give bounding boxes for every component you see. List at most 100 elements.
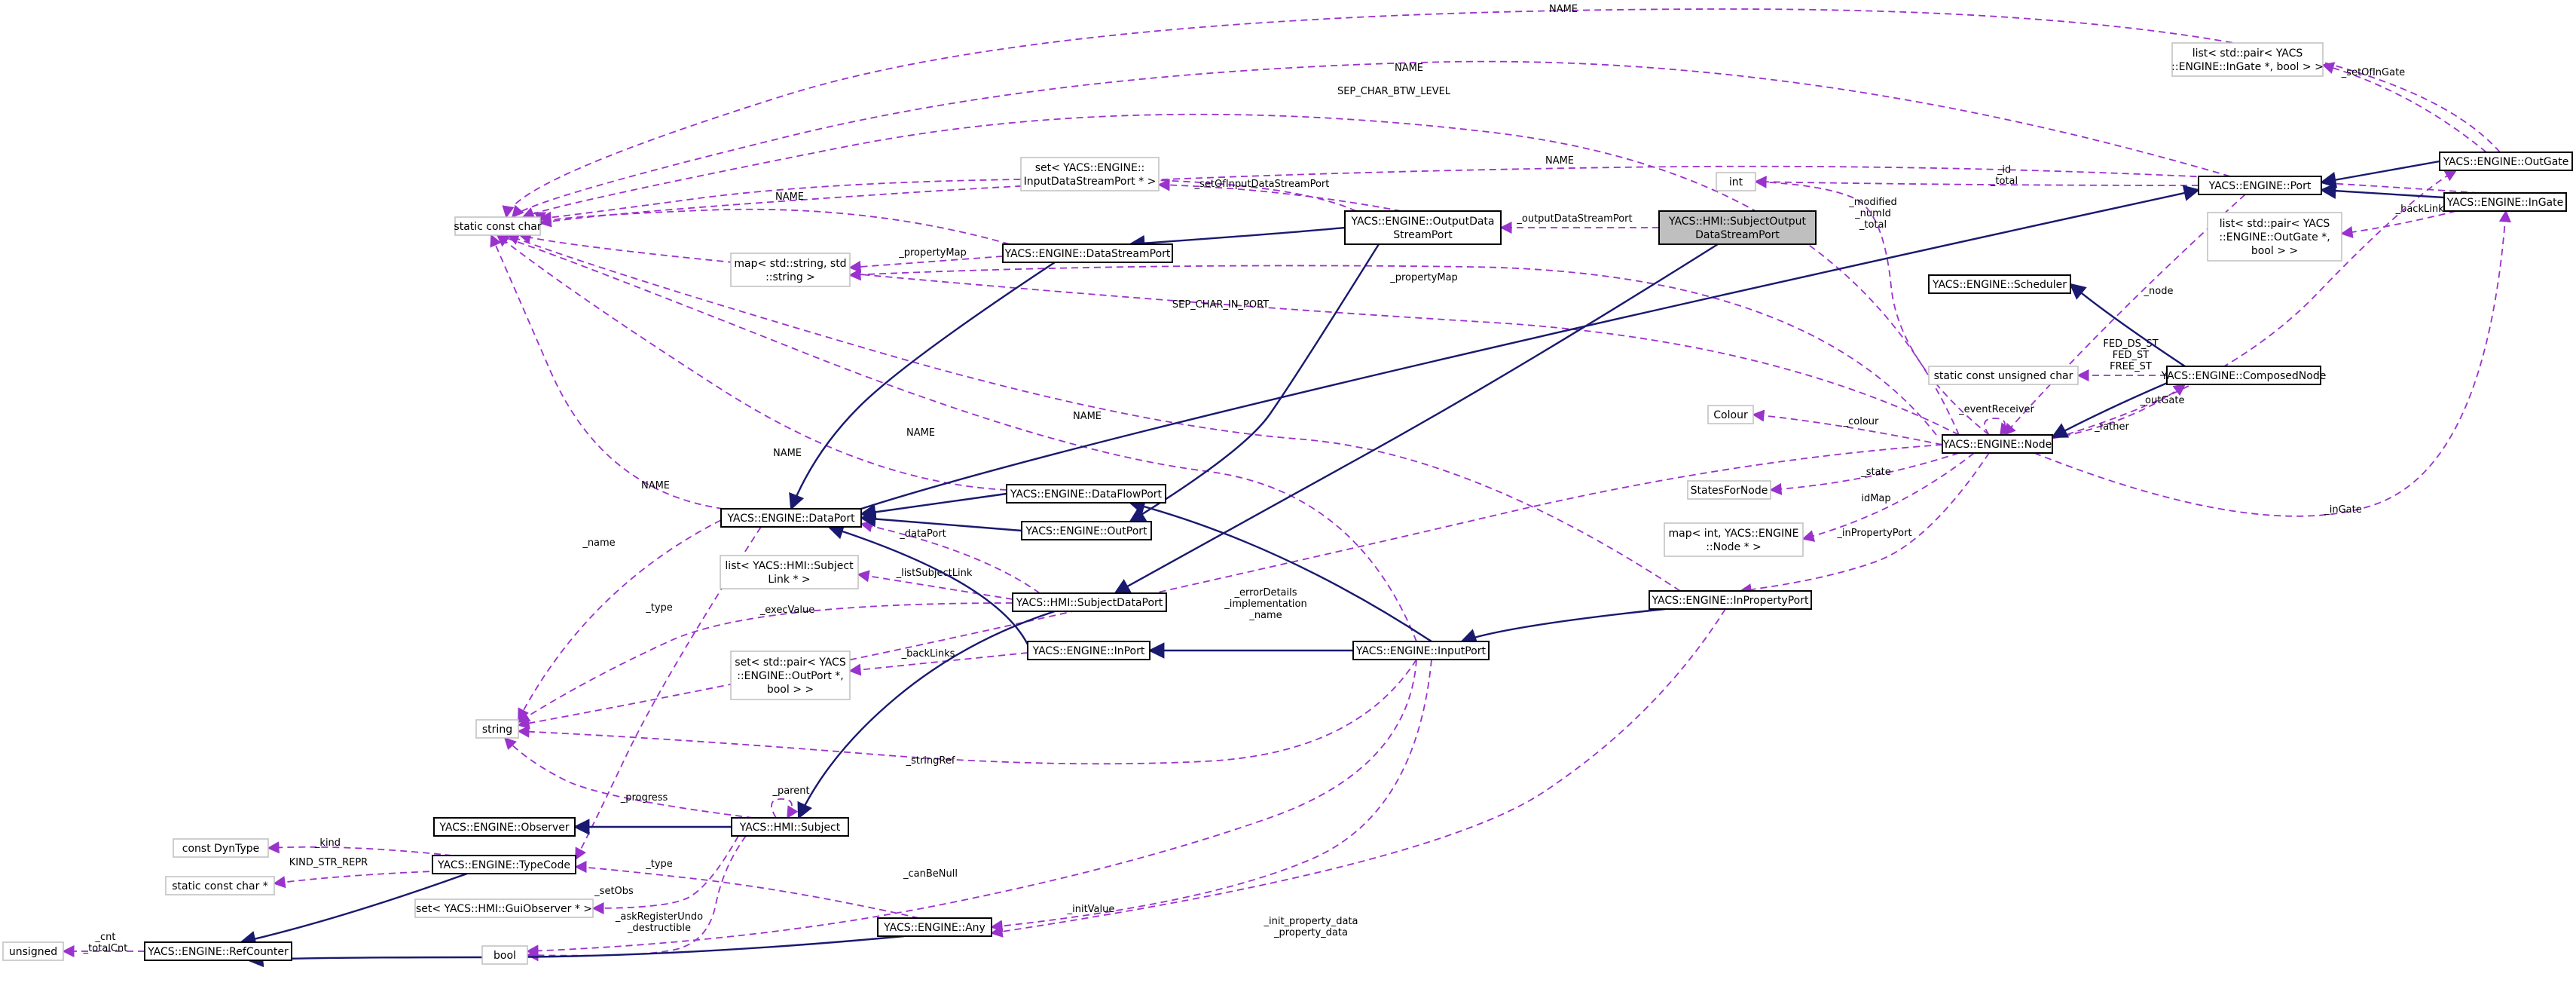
- class-node-mapIntNode[interactable]: map< int, YACS::ENGINE::Node * >: [1664, 522, 1804, 557]
- class-name-line: set< std::pair< YACS: [735, 657, 846, 669]
- class-node-listPairOG[interactable]: list< std::pair< YACS::ENGINE::OutGate *…: [2207, 212, 2342, 262]
- edge-inport-to-dp: [827, 523, 1029, 645]
- class-node-typecode[interactable]: YACS::ENGINE::TypeCode: [432, 855, 576, 874]
- class-node-node[interactable]: YACS::ENGINE::Node: [1942, 434, 2053, 454]
- edge-label: _colour: [1843, 416, 1879, 427]
- class-node-string[interactable]: string: [475, 719, 519, 739]
- class-node-any[interactable]: YACS::ENGINE::Any: [877, 917, 992, 937]
- class-node-colour[interactable]: Colour: [1707, 405, 1754, 424]
- class-box: [1020, 157, 1160, 191]
- edge-sdp-to-subject: [797, 610, 1056, 819]
- class-node-refcounter[interactable]: YACS::ENGINE::RefCounter: [144, 941, 292, 961]
- class-node-observer[interactable]: YACS::ENGINE::Observer: [433, 817, 576, 837]
- class-node-mapStr[interactable]: map< std::string, std::string >: [730, 253, 851, 287]
- class-box: [2198, 176, 2322, 195]
- class-node-ingate[interactable]: YACS::ENGINE::InGate: [2443, 192, 2567, 212]
- class-box: [144, 941, 292, 961]
- class-name-line: YACS::ENGINE::OutputData: [1351, 216, 1495, 228]
- class-node-listPairIG[interactable]: list< std::pair< YACS::ENGINE::InGate *,…: [2171, 42, 2324, 77]
- class-name-line: InputDataStreamPort * >: [1024, 176, 1157, 188]
- class-node-setIDSP[interactable]: set< YACS::ENGINE::InputDataStreamPort *…: [1020, 157, 1160, 191]
- edge-label: _initValue: [1067, 904, 1115, 915]
- class-node-cdt[interactable]: const DynType: [173, 838, 269, 858]
- class-name-line: YACS::HMI::Subject: [739, 822, 841, 834]
- class-node-setPairOP[interactable]: set< std::pair< YACS::ENGINE::OutPort *,…: [730, 650, 851, 700]
- class-name-line: list< std::pair< YACS: [2220, 218, 2330, 230]
- edge-inpropport-to-inputport: [1459, 608, 1666, 644]
- class-node-inputport[interactable]: YACS::ENGINE::InputPort: [1352, 641, 1490, 660]
- class-node-unsigned[interactable]: unsigned: [2, 941, 64, 961]
- class-node-sccp[interactable]: static const char *: [165, 876, 275, 895]
- class-node-outport[interactable]: YACS::ENGINE::OutPort: [1021, 521, 1152, 540]
- class-name-line: string: [482, 724, 512, 736]
- edge-subject-to-subject: _parent: [771, 785, 810, 819]
- class-box: [731, 817, 849, 837]
- usage-arrow: [848, 652, 1028, 676]
- usage-arrow: [518, 231, 1960, 436]
- class-node-dsp[interactable]: YACS::ENGINE::DataStreamPort: [1002, 243, 1173, 263]
- edge-label: _parent: [772, 785, 809, 797]
- class-node-listSL[interactable]: list< YACS::HMI::SubjectLink * >: [720, 555, 859, 589]
- class-box: [433, 817, 576, 837]
- edge-node-to-node: _eventReceiver: [1958, 404, 2035, 436]
- edge-label: idMap: [1861, 493, 1890, 504]
- class-node-sdp[interactable]: YACS::HMI::SubjectDataPort: [1012, 592, 1167, 612]
- class-box: [1928, 366, 2079, 385]
- class-box: [1942, 434, 2053, 454]
- edge-inport-to-setPairOP: _backLinks: [848, 648, 1028, 676]
- edge-label: _modified: [1848, 197, 1896, 208]
- edge-label: _inPropertyPort: [1836, 528, 1911, 539]
- class-name-line: static const char *: [172, 880, 268, 892]
- class-name-line: YACS::ENGINE::Any: [883, 922, 985, 934]
- class-node-setGO[interactable]: set< YACS::HMI::GuiObserver * >: [414, 898, 594, 918]
- usage-arrow: [2340, 210, 2457, 239]
- edge-label: _progress: [620, 792, 668, 804]
- inheritance-arrow: [859, 510, 1022, 532]
- usage-arrow: [860, 520, 1040, 594]
- class-node-scuc[interactable]: static const unsigned char: [1928, 366, 2079, 385]
- class-node-dp[interactable]: YACS::ENGINE::DataPort: [720, 508, 862, 528]
- class-name-line: YACS::ENGINE::OutGate: [2443, 156, 2569, 168]
- class-node-dfp[interactable]: YACS::ENGINE::DataFlowPort: [1006, 484, 1166, 504]
- usage-arrow: [591, 835, 739, 915]
- usage-arrow: [1754, 176, 2199, 188]
- edge-label: _canBeNull: [903, 868, 958, 880]
- class-box: [2166, 366, 2321, 385]
- class-name-line: YACS::ENGINE::ComposedNode: [2161, 370, 2327, 382]
- class-node-int[interactable]: int: [1716, 172, 1756, 191]
- class-box: [1664, 522, 1804, 557]
- usage-arrow: [503, 736, 754, 819]
- class-box: [1687, 480, 1771, 500]
- edge-node-to-scc: SEP_CHAR_IN_PORT: [518, 231, 1960, 436]
- class-box: [1707, 405, 1754, 424]
- class-node-composed[interactable]: YACS::ENGINE::ComposedNode: [2161, 366, 2327, 385]
- class-box: [414, 898, 594, 918]
- class-node-outgate[interactable]: YACS::ENGINE::OutGate: [2439, 152, 2573, 171]
- class-node-inport[interactable]: YACS::ENGINE::InPort: [1027, 641, 1150, 660]
- inheritance-arrow: [2319, 160, 2440, 188]
- edge-label: FED_ST: [2113, 350, 2149, 361]
- class-node-bool[interactable]: bool: [481, 945, 528, 965]
- class-name-line: const DynType: [182, 843, 259, 855]
- edge-port-to-int: _id_total: [1754, 164, 2199, 188]
- edge-label: _totalCnt: [83, 943, 128, 954]
- edge-label: _inGate: [2324, 504, 2362, 516]
- usage-arrow: [506, 233, 1681, 592]
- class-name-line: unsigned: [9, 946, 57, 958]
- class-box: [2207, 212, 2342, 262]
- class-node-inpropport[interactable]: YACS::ENGINE::InPropertyPort: [1649, 590, 1812, 610]
- edge-label: _backLinks: [2395, 204, 2449, 215]
- class-node-scc[interactable]: static const char: [454, 216, 542, 236]
- class-node-port[interactable]: YACS::ENGINE::Port: [2198, 176, 2322, 195]
- class-node-sfn[interactable]: StatesForNode: [1687, 480, 1771, 500]
- class-node-scheduler[interactable]: YACS::ENGINE::Scheduler: [1928, 274, 2071, 294]
- class-name-line: YACS::ENGINE::TypeCode: [437, 859, 570, 871]
- class-node-subject[interactable]: YACS::HMI::Subject: [731, 817, 849, 837]
- edge-sodsp-to-odsp: _outputDataStreamPort: [1499, 213, 1659, 234]
- inheritance-arrow: [239, 872, 468, 947]
- edge-odsp-to-setIDSP: _setOfInputDataStreamPort: [1157, 179, 1402, 212]
- edge-label: _propertyMap: [898, 247, 967, 259]
- edge-label: _backLinks: [901, 648, 955, 660]
